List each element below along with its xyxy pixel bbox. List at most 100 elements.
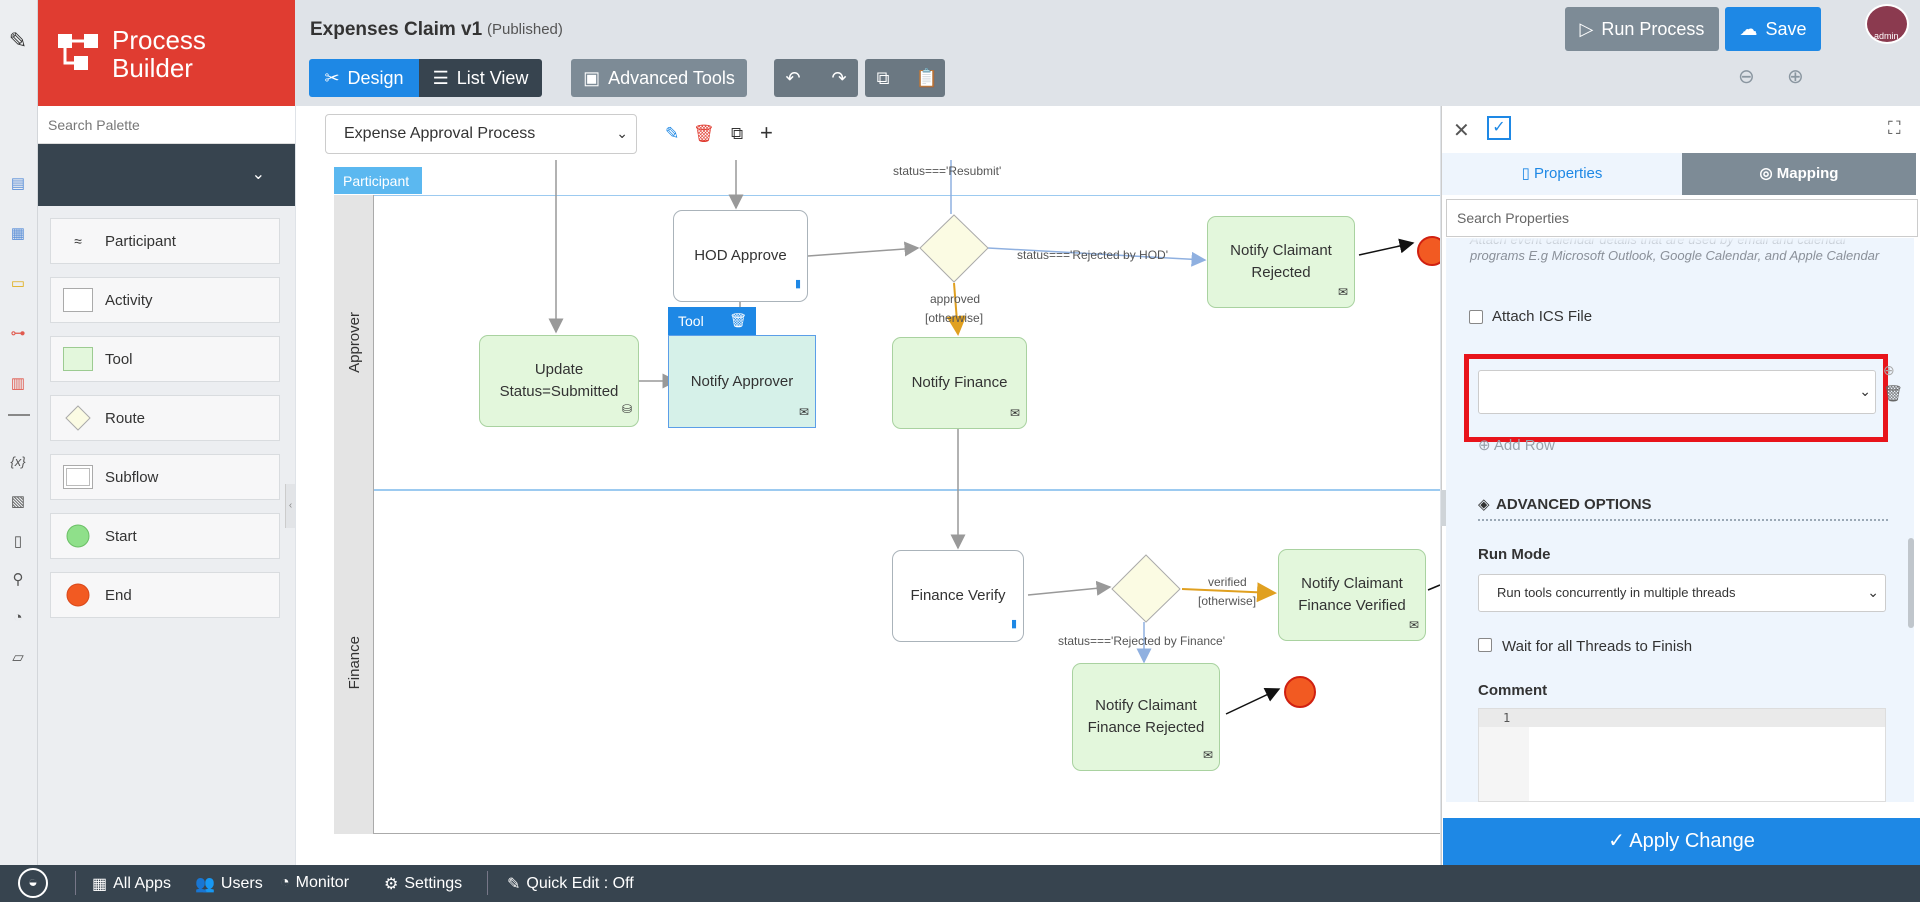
highlight-box <box>1464 354 1888 442</box>
activity-icon <box>63 288 93 312</box>
run-mode-value: Run tools concurrently in multiple threa… <box>1497 585 1736 600</box>
node-notify-approver[interactable]: Notify Approver ✉ <box>668 335 816 428</box>
trash-icon[interactable]: 🗑 <box>1883 386 1904 403</box>
plugin-icon[interactable]: ⚲ <box>12 571 24 588</box>
palette-collapse-handle[interactable]: ‹ <box>285 484 295 528</box>
variable-icon[interactable]: {x} <box>10 453 26 469</box>
palette-item-subflow[interactable]: Subflow <box>50 454 280 500</box>
undo-redo-group: ↶↷ <box>774 59 858 97</box>
start-icon <box>63 524 93 548</box>
tab-design[interactable]: ✂Design <box>309 59 419 97</box>
translate-icon[interactable]: ▧ <box>10 493 26 510</box>
tab-list-view[interactable]: ☰List View <box>419 59 542 97</box>
copy-icon[interactable]: ⧉ <box>876 67 890 88</box>
selected-node-toolbar[interactable]: Tool 🗑 <box>668 307 756 335</box>
node-notify-claimant-rejected[interactable]: Notify Claimant Rejected ✉ <box>1207 216 1355 308</box>
apply-change-button[interactable]: ✓ Apply Change <box>1443 818 1920 865</box>
palette-search-input[interactable]: Search Palette <box>38 106 295 144</box>
trash-icon[interactable]: 🗑 <box>729 312 747 328</box>
node-notify-claimant-finance-verified[interactable]: Notify Claimant Finance Verified ✉ <box>1278 549 1426 641</box>
joget-logo-icon[interactable]: ◒ <box>18 868 48 898</box>
panel-resize-handle[interactable] <box>1441 490 1446 526</box>
flow-edges <box>548 160 1440 715</box>
attach-ics-checkbox[interactable] <box>1469 310 1483 324</box>
file-icon[interactable]: ▯ <box>13 533 23 550</box>
users-link[interactable]: 👥Users <box>195 875 263 893</box>
datalist-icon[interactable]: ▦ <box>10 225 26 242</box>
node-finance-verify[interactable]: Finance Verify ▮ <box>892 550 1024 642</box>
monitor-link[interactable]: ◔Monitor <box>280 874 350 891</box>
edge-label-otherwise: [otherwise] <box>1198 594 1257 608</box>
copy-process-icon[interactable]: ⧉ <box>731 124 744 143</box>
fullscreen-icon[interactable]: ⛶ <box>1888 118 1901 138</box>
divider <box>487 871 488 895</box>
process-icon[interactable]: ⊶ <box>10 325 26 342</box>
edit-icon[interactable]: ✎ <box>8 28 28 53</box>
advanced-tools-button[interactable]: ▣Advanced Tools <box>571 59 747 97</box>
node-hod-approve[interactable]: HOD Approve ▮ <box>673 210 808 302</box>
form-icon: ▮ <box>1010 618 1017 630</box>
redo-icon[interactable]: ↷ <box>831 67 847 88</box>
palette-item-route[interactable]: Route <box>50 395 280 441</box>
divider <box>8 414 30 416</box>
wait-threads-checkbox[interactable] <box>1478 638 1492 652</box>
apply-change-label: Apply Change <box>1629 830 1755 852</box>
close-icon[interactable]: ✕ <box>1453 120 1470 142</box>
eye-icon: ◎ <box>1759 165 1777 182</box>
run-mode-select[interactable]: Run tools concurrently in multiple threa… <box>1478 574 1886 612</box>
zoom-in-icon[interactable]: ⊕ <box>1787 66 1804 88</box>
save-button[interactable]: ☁Save <box>1725 7 1821 51</box>
tab-mapping[interactable]: ◎ Mapping <box>1682 153 1916 195</box>
check-icon: ✓ <box>1608 830 1630 852</box>
edge-label-resubmit: status==='Resubmit' <box>893 164 1002 178</box>
run-process-button[interactable]: ▷Run Process <box>1565 7 1719 51</box>
form-icon[interactable]: ▤ <box>10 175 26 192</box>
mail-icon: ✉ <box>798 405 809 419</box>
palette-item-activity[interactable]: Activity <box>50 277 280 323</box>
end-event-1 <box>1417 236 1440 266</box>
divider <box>1478 519 1888 521</box>
pdf-icon[interactable]: ▥ <box>10 375 26 392</box>
palette-item-tool[interactable]: Tool <box>50 336 280 382</box>
add-row-button[interactable]: ⊕ Add Row <box>1478 436 1555 454</box>
top-toolbar: Expenses Claim v1 (Published) ✂Design ☰L… <box>296 0 1920 106</box>
mapping-select[interactable]: ⌄ <box>1478 370 1876 414</box>
comment-editor[interactable]: 1 <box>1478 708 1886 802</box>
node-notify-finance[interactable]: Notify Finance ✉ <box>892 337 1027 429</box>
grid-icon: ▦ <box>92 876 108 893</box>
play-icon: ▷ <box>1579 18 1594 39</box>
palette-item-start[interactable]: Start <box>50 513 280 559</box>
userview-icon[interactable]: ▭ <box>10 275 26 292</box>
search-properties-input[interactable]: Search Properties <box>1446 199 1918 237</box>
zoom-out-icon[interactable]: ⊖ <box>1738 66 1755 88</box>
palette-item-participant[interactable]: ≈ Participant <box>50 218 280 264</box>
edit-process-icon[interactable]: ✎ <box>665 124 680 143</box>
delete-process-icon[interactable]: 🗑 <box>693 124 715 143</box>
notes-icon[interactable]: ▱ <box>12 649 24 666</box>
all-apps-link[interactable]: ▦All Apps <box>92 875 171 893</box>
avatar[interactable]: admin <box>1865 4 1909 44</box>
add-row-plus-icon[interactable]: ⊕ <box>1883 362 1895 378</box>
node-notify-claimant-finance-rejected[interactable]: Notify Claimant Finance Rejected ✉ <box>1072 663 1220 771</box>
checkbox-icon[interactable]: ✓ <box>1487 116 1511 140</box>
performance-icon[interactable]: ◔ <box>13 608 23 626</box>
route-gateway-hod <box>919 214 989 283</box>
tab-properties[interactable]: ▯ Properties <box>1442 153 1682 195</box>
brand-title-line1: Process <box>112 25 206 55</box>
mail-icon: ✉ <box>1337 285 1348 299</box>
process-select[interactable]: Expense Approval Process ⌄ <box>325 114 637 154</box>
toolbox-icon: ▣ <box>583 67 601 88</box>
node-label: Notify Approver <box>690 372 794 390</box>
add-process-icon[interactable]: + <box>760 120 773 145</box>
avatar-label: admin <box>1874 31 1899 41</box>
node-update-status[interactable]: Update Status=Submitted ⛁ <box>479 335 639 427</box>
palette-category-dropdown[interactable]: ⌄ <box>38 144 295 206</box>
palette-item-end[interactable]: End <box>50 572 280 618</box>
tab-design-label: Design <box>347 67 404 88</box>
settings-link[interactable]: ⚙Settings <box>384 875 463 893</box>
undo-icon[interactable]: ↶ <box>785 67 801 88</box>
quick-edit-toggle[interactable]: ✎Quick Edit : Off <box>507 875 634 893</box>
participant-tag[interactable]: Participant <box>334 167 422 194</box>
paste-icon[interactable]: 📋 <box>915 67 939 88</box>
panel-scrollbar[interactable] <box>1908 538 1914 628</box>
